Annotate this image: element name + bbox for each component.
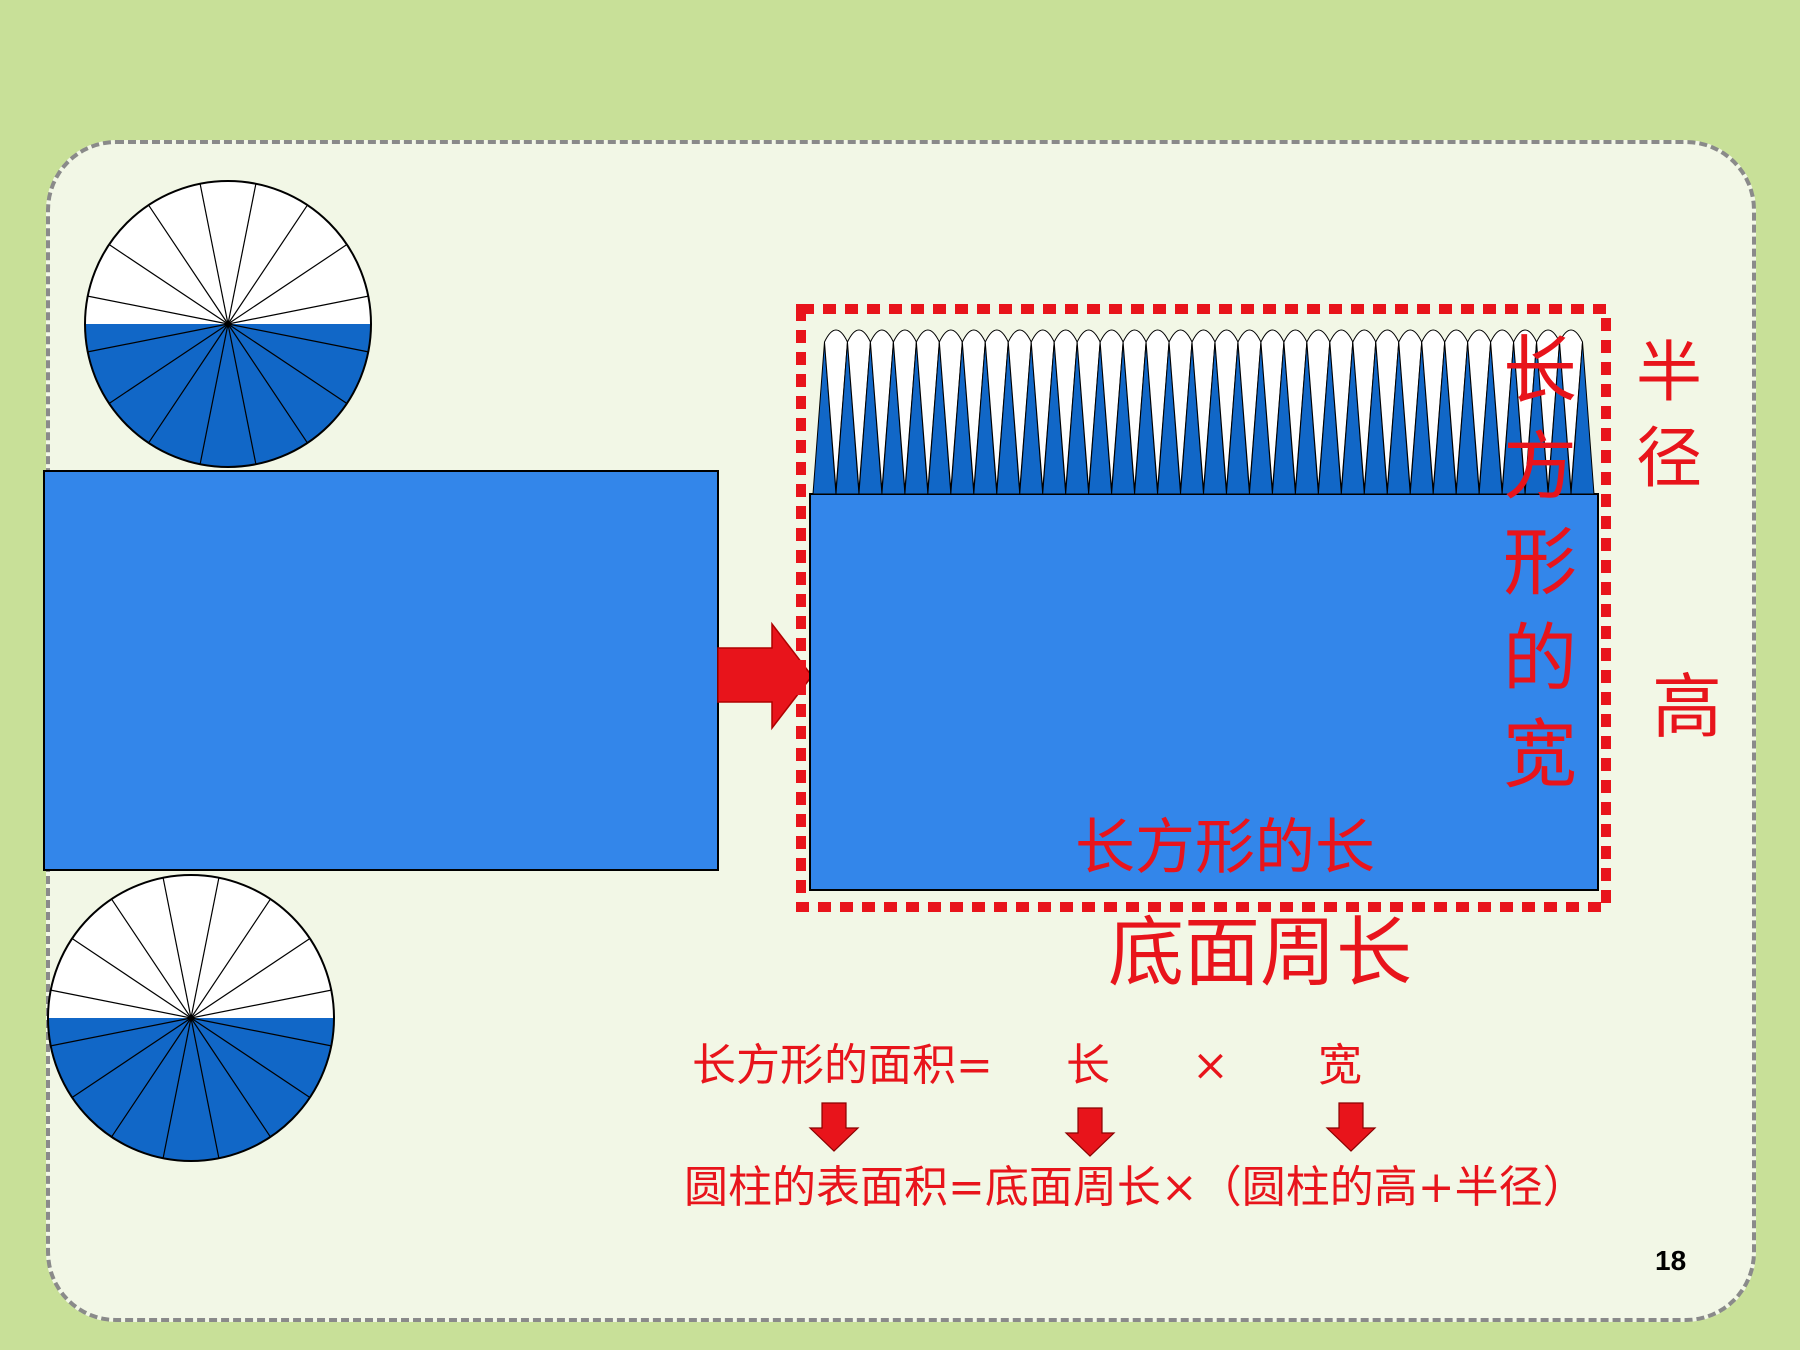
height-label: 高: [1652, 666, 1722, 748]
radius-char: 径: [1636, 420, 1702, 497]
down-arrows: [808, 1102, 1377, 1157]
sector-line: [50, 1017, 192, 1047]
page-number: 18: [1655, 1245, 1687, 1276]
circle-bottom: [47, 874, 335, 1162]
sector-line: [227, 323, 308, 444]
sector-line: [71, 1017, 192, 1098]
sector-line: [87, 323, 229, 353]
sector-line: [190, 1017, 332, 1047]
sector-line: [190, 898, 271, 1019]
circle-bottom-sectors: [50, 877, 332, 1159]
formula-rect-area: 长方形的面积=: [692, 1040, 993, 1091]
sector-line: [190, 938, 311, 1019]
sector-line: [190, 1017, 271, 1138]
sector-line: [190, 1017, 220, 1159]
rect-length-label: 长方形的长: [1075, 813, 1375, 883]
down-arrow-2: [1064, 1107, 1116, 1157]
sector-line: [190, 877, 220, 1019]
sector-line: [50, 989, 192, 1019]
sector-line: [227, 323, 369, 353]
formula-width: 宽: [1318, 1040, 1362, 1091]
rect-width-char: 宽: [1503, 712, 1577, 798]
sector-line: [148, 323, 229, 444]
sector-line: [227, 323, 257, 465]
sector-line: [148, 204, 229, 325]
sector-line: [190, 989, 332, 1019]
base-circumference-label: 底面周长: [1108, 908, 1412, 997]
rect-width-char: 的: [1503, 616, 1577, 702]
sector-line: [227, 204, 308, 325]
sector-line: [111, 1017, 192, 1138]
transform-arrow: [717, 621, 813, 731]
unrolled-shape: [809, 329, 1599, 891]
down-arrow-3: [1325, 1102, 1377, 1152]
sector-line: [162, 877, 192, 1019]
rect-width-label: 长 方 形 的 宽: [1500, 334, 1580, 814]
sector-line: [108, 244, 229, 325]
rect-width-char: 长: [1503, 328, 1577, 414]
sector-line: [227, 323, 348, 404]
radius-label: 半 径: [1632, 340, 1706, 512]
formula-length: 长: [1066, 1040, 1110, 1091]
sector-teeth: [812, 329, 1595, 495]
blue-sector: [1570, 341, 1595, 495]
down-arrow-1: [808, 1102, 860, 1152]
sector-line: [227, 295, 369, 325]
radius-char: 半: [1636, 334, 1702, 411]
formula-times: ×: [1192, 1040, 1229, 1091]
rect-width-char: 形: [1503, 520, 1577, 606]
circle-top-sectors: [87, 183, 369, 465]
sector-line: [111, 898, 192, 1019]
rect-width-char: 方: [1503, 424, 1577, 510]
sector-line: [87, 295, 229, 325]
sector-line: [227, 183, 257, 325]
sector-line: [227, 244, 348, 325]
lateral-rectangle: [43, 470, 719, 871]
sector-line: [199, 323, 229, 465]
sector-line: [162, 1017, 192, 1159]
sector-line: [108, 323, 229, 404]
dashed-frame: [796, 304, 1611, 912]
formula-surface-area: 圆柱的表面积=底面周长×（圆柱的高+半径）: [684, 1162, 1587, 1213]
circle-top: [84, 180, 372, 468]
sector-line: [190, 1017, 311, 1098]
sector-line: [71, 938, 192, 1019]
sector-line: [199, 183, 229, 325]
